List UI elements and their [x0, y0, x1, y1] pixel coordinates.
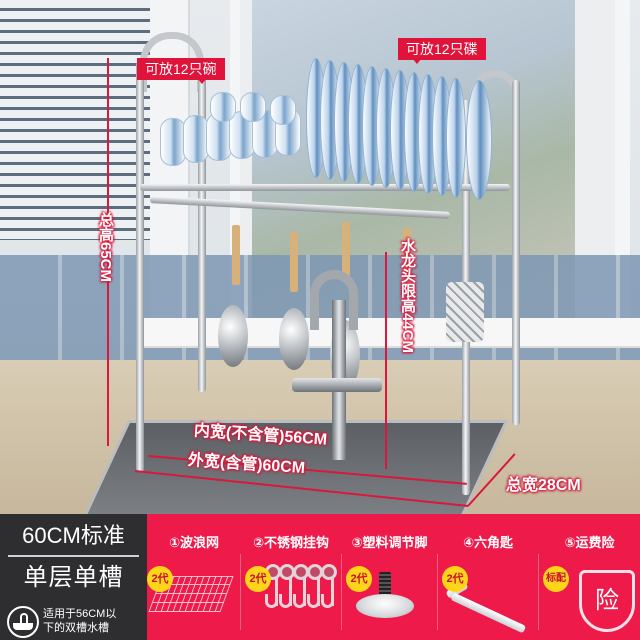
bowl: [240, 92, 266, 122]
faucet-spout: [310, 270, 358, 330]
rack-pole: [512, 80, 520, 425]
version-badge: 2代: [245, 566, 271, 592]
spec-panel: 60CM标准 单层单槽 适用于56CM以 下的双槽水槽 ①波浪网 2代 ②不锈钢…: [0, 514, 640, 640]
bowl-capacity-callout: 可放12只碗: [137, 58, 225, 84]
accessory-title: ①波浪网: [168, 535, 219, 550]
utensil-handle: [403, 228, 411, 288]
window-blinds: [0, 0, 150, 240]
bowl: [270, 95, 296, 125]
plate: [446, 78, 466, 198]
utensil-handle: [232, 225, 240, 285]
size-spec-box: 60CM标准 单层单槽 适用于56CM以 下的双槽水槽: [0, 514, 147, 640]
accessory-hex-key: ④六角匙 2代: [438, 514, 538, 640]
fit-note: 适用于56CM以 下的双槽水槽: [43, 608, 117, 634]
accessory-title: ⑤运费险: [564, 535, 615, 550]
accessory-title: ③塑料调节脚: [351, 535, 428, 550]
rack-pole: [136, 62, 144, 472]
accessory-wave-rack: ①波浪网 2代: [147, 514, 241, 640]
ladle: [279, 308, 309, 370]
height-dimension-line: [107, 58, 109, 446]
accessory-adjustable-foot: ③塑料调节脚 2代: [342, 514, 437, 640]
spatula: [446, 282, 484, 342]
ladle: [218, 305, 248, 367]
utensil-handle: [290, 232, 298, 292]
total-height-label: 总高65CM: [97, 212, 114, 283]
standard-badge: 标配: [543, 566, 569, 592]
rack-pole: [198, 62, 206, 392]
divider: [240, 554, 241, 630]
shield-insurance-icon: 险: [579, 570, 635, 632]
type-label: 单层单槽: [23, 564, 124, 591]
divider: [538, 554, 539, 630]
window-mullion: [240, 0, 252, 320]
utensil-handle: [342, 222, 350, 282]
product-photo: 可放12只碗 可放12只碟 总高65CM 水龙头限高44CM 内宽(不含管)56…: [0, 0, 640, 514]
version-badge: 2代: [442, 566, 468, 592]
faucet-clearance-label: 水龙头限高44CM: [399, 238, 416, 354]
accessory-shipping-insurance: ⑤运费险 标配 险: [539, 514, 640, 640]
version-badge: 2代: [147, 566, 173, 592]
window-sill: [140, 318, 640, 348]
divider: [437, 554, 438, 630]
faucet-dimension-line: [385, 252, 387, 469]
total-depth-label: 总宽28CM: [506, 477, 581, 494]
accessory-title: ④六角匙: [462, 535, 513, 550]
divider: [341, 554, 342, 630]
plate-capacity-callout: 可放12只碟: [398, 38, 486, 64]
size-label: 60CM标准: [22, 523, 125, 548]
rack-rail: [140, 184, 510, 191]
plate: [466, 80, 492, 200]
sink-icon: [7, 606, 39, 638]
accessory-title: ②不锈钢挂钩: [252, 535, 329, 550]
accessory-hooks: ②不锈钢挂钩 2代: [241, 514, 341, 640]
accessories-strip: ①波浪网 2代 ②不锈钢挂钩 2代 ③塑料调节脚 2代: [147, 514, 640, 640]
version-badge: 2代: [346, 566, 372, 592]
divider: [8, 555, 139, 557]
faucet-handles: [292, 378, 382, 392]
bowl: [210, 92, 236, 122]
